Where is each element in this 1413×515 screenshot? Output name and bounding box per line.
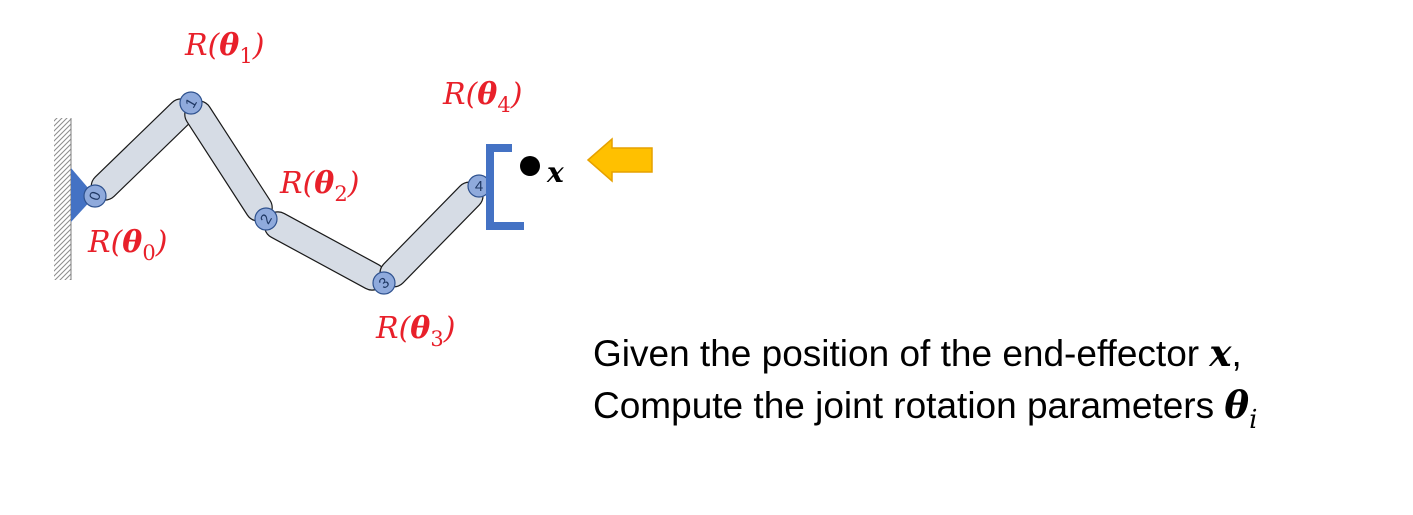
joint-0 bbox=[83, 184, 107, 208]
joint-label-1: R(θ1) bbox=[184, 28, 264, 68]
joint-label-4: R(θ4) bbox=[442, 77, 522, 117]
arm-link-1 bbox=[184, 100, 273, 222]
wall bbox=[54, 118, 71, 280]
joint-label-3: R(θ3) bbox=[375, 311, 455, 351]
target-point bbox=[520, 156, 540, 176]
target-label: x bbox=[546, 156, 564, 189]
joint-1 bbox=[179, 91, 203, 115]
target-arrow bbox=[586, 137, 653, 183]
caption-line-2: Compute the joint rotation parameters θi bbox=[593, 383, 1257, 435]
gripper bbox=[486, 144, 524, 230]
joint-2 bbox=[254, 207, 278, 231]
joint-label-0: R(θ0) bbox=[87, 225, 167, 265]
joint-number-4: 4 bbox=[475, 178, 483, 195]
joint-3 bbox=[372, 271, 396, 295]
arm-link-2 bbox=[263, 211, 387, 291]
joint-label-2: R(θ2) bbox=[279, 166, 359, 206]
arm-links bbox=[90, 98, 484, 291]
caption-line-1: Given the position of the end-effector x… bbox=[593, 331, 1242, 375]
base-mount bbox=[71, 168, 95, 222]
